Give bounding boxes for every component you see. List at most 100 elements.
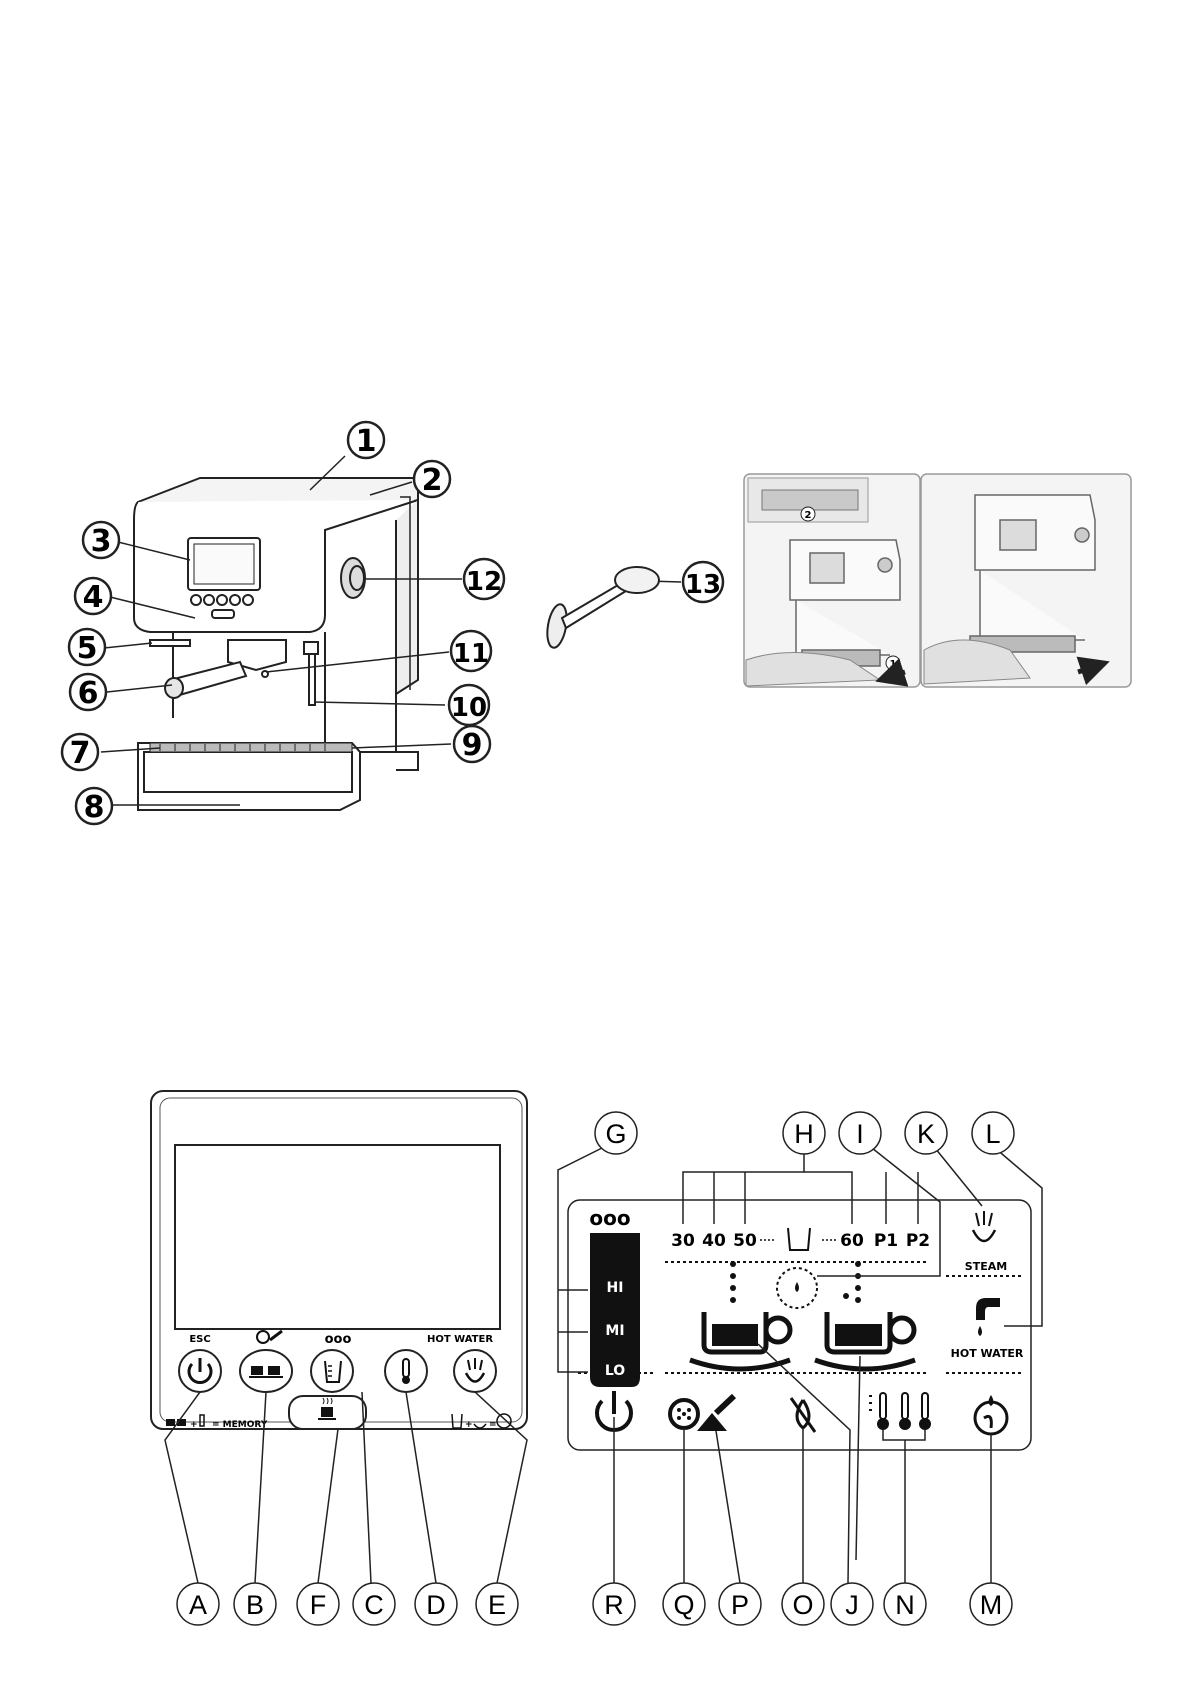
svg-text:+: + (190, 1420, 198, 1430)
svg-text:=: = (489, 1420, 497, 1430)
callout-11: 11 (449, 629, 493, 673)
descale-note: + = (451, 1413, 512, 1430)
svg-text:D: D (426, 1590, 446, 1620)
cup-steaming-icon (321, 1407, 333, 1417)
svg-text:MI: MI (605, 1323, 624, 1339)
svg-text:6: 6 (78, 676, 99, 711)
drops-icon: ooo (589, 1206, 630, 1230)
callout-8: 8 (74, 786, 114, 826)
svg-text:60: 60 (840, 1231, 864, 1251)
measuring-cup-icon (787, 1227, 811, 1251)
callout-K: K (904, 1111, 948, 1155)
memory-note: + = MEMORY (166, 1414, 268, 1430)
svg-text:I: I (856, 1119, 864, 1149)
callout-1: 1 (346, 420, 386, 460)
svg-text:P: P (731, 1590, 749, 1620)
svg-text:O: O (792, 1590, 813, 1620)
callout-10: 10 (447, 683, 491, 727)
hot-water-indicator: HOT WATER (951, 1298, 1024, 1360)
callout-E: E (475, 1582, 519, 1626)
svg-text:+: + (465, 1420, 473, 1430)
callout-O: O (781, 1582, 825, 1626)
temperature-button[interactable] (384, 1349, 428, 1393)
volume-row: 30 40 50 60 P1 P2 (671, 1227, 930, 1251)
drip-tray-insertion-photos: 2 1 (743, 473, 1132, 688)
water-level-label: ooo (325, 1332, 352, 1347)
volume-button[interactable] (310, 1349, 354, 1393)
power-icon (187, 1362, 213, 1384)
descale-brush-icon (697, 1393, 737, 1431)
svg-text:K: K (917, 1119, 935, 1149)
svg-text:C: C (364, 1590, 384, 1620)
callout-4: 4 (73, 576, 113, 616)
callout-J: J (830, 1582, 874, 1626)
hot-water-label: HOT WATER (427, 1334, 493, 1345)
svg-text:7: 7 (70, 736, 91, 771)
arrow-right-icon (1076, 656, 1110, 686)
svg-text:HOT WATER: HOT WATER (951, 1347, 1024, 1360)
steam-icon (971, 1229, 997, 1243)
measuring-spoon-tamper (546, 566, 660, 649)
cup-icon (251, 1366, 263, 1375)
svg-text:HI: HI (607, 1280, 624, 1296)
callout-F: F (296, 1582, 340, 1626)
svg-text:P2: P2 (906, 1231, 930, 1251)
water-level-indicator: ooo HI MI LO (589, 1206, 640, 1387)
callout-N: N (883, 1582, 927, 1626)
svg-text:R: R (604, 1590, 624, 1620)
steam-button[interactable] (453, 1349, 497, 1393)
callout-I: I (838, 1111, 882, 1155)
svg-text:50: 50 (733, 1231, 757, 1251)
control-panel: ESC HOT WATER ooo (150, 1090, 528, 1430)
callout-L: L (971, 1111, 1015, 1155)
steam-indicator: STEAM (965, 1211, 1007, 1273)
callout-H: H (782, 1111, 826, 1155)
callout-C: C (352, 1582, 396, 1626)
svg-text:= MEMORY: = MEMORY (212, 1420, 268, 1430)
svg-text:30: 30 (671, 1231, 695, 1251)
preheat-dotted-circle-icon (776, 1267, 818, 1309)
letter-callouts: G H I K L A B F C D E R Q P O J N M (176, 1111, 1015, 1626)
machine-callouts: 1 2 3 4 5 6 7 8 9 10 11 12 13 (60, 420, 725, 826)
svg-text:2: 2 (805, 510, 812, 521)
callout-A: A (176, 1582, 220, 1626)
callout-Q: Q (662, 1582, 706, 1626)
tap-icon (976, 1298, 1000, 1320)
svg-text:J: J (845, 1590, 859, 1620)
svg-text:E: E (488, 1590, 506, 1620)
double-cup-icon (814, 1261, 917, 1372)
svg-text:4: 4 (83, 580, 104, 615)
svg-text:B: B (246, 1590, 264, 1620)
svg-text:9: 9 (462, 728, 483, 763)
svg-text:L: L (985, 1119, 1000, 1149)
svg-text:2: 2 (422, 463, 443, 498)
svg-text:A: A (189, 1590, 207, 1620)
svg-text:N: N (895, 1590, 915, 1620)
single-coffee-button[interactable] (288, 1395, 367, 1430)
svg-text:5: 5 (77, 631, 98, 666)
svg-text:40: 40 (702, 1231, 726, 1251)
esc-label: ESC (189, 1334, 210, 1345)
svg-text:STEAM: STEAM (965, 1260, 1007, 1273)
svg-text:11: 11 (453, 639, 489, 669)
power-button[interactable] (178, 1349, 222, 1393)
callout-13: 13 (681, 560, 725, 604)
svg-text:F: F (310, 1590, 327, 1620)
svg-text:Q: Q (673, 1590, 694, 1620)
callout-P: P (718, 1582, 762, 1626)
svg-text:1: 1 (890, 659, 897, 670)
callout-B: B (233, 1582, 277, 1626)
svg-text:G: G (605, 1119, 626, 1149)
callout-7: 7 (60, 732, 100, 772)
steam-icon (464, 1372, 486, 1383)
panel-leader-lines (164, 1391, 528, 1584)
double-coffee-button[interactable] (239, 1349, 293, 1393)
callout-G: G (594, 1111, 638, 1155)
callout-R: R (592, 1582, 636, 1626)
single-cup-icon (689, 1261, 793, 1372)
clean-icon-small (256, 1329, 283, 1344)
svg-text:M: M (980, 1590, 1003, 1620)
svg-text:1: 1 (356, 424, 377, 459)
svg-text:8: 8 (84, 790, 105, 825)
